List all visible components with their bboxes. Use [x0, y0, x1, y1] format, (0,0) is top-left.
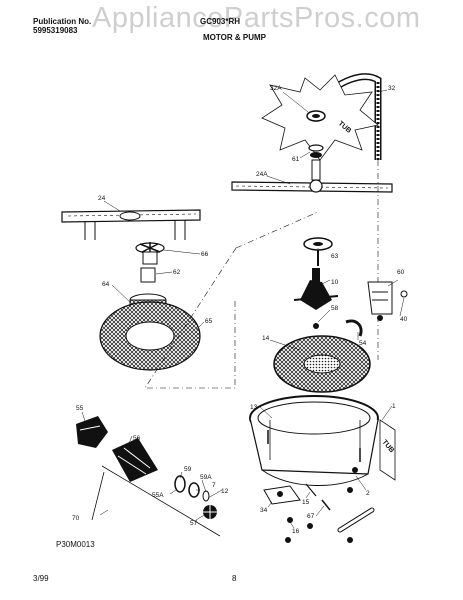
filter-screen-65: [99, 301, 201, 371]
callout-13: 13: [250, 404, 258, 411]
page-number: 8: [232, 574, 237, 583]
clip-67: [321, 499, 331, 511]
callout-64: 64: [102, 281, 110, 288]
callout-62: 62: [173, 269, 181, 276]
lower-spray-arm: [61, 209, 201, 240]
drawing-id: P30M0013: [56, 540, 95, 549]
filter-14: [273, 335, 371, 393]
callout-16: 16: [292, 528, 300, 535]
callout-66: 66: [201, 251, 209, 258]
tub-section-bottom: [379, 419, 396, 481]
washer-7: [202, 490, 210, 502]
seal-62: [140, 267, 156, 283]
section-title: MOTOR & PUMP: [203, 33, 266, 42]
leader-lines: [81, 89, 405, 529]
spring-15: [305, 483, 317, 497]
callout-7: 7: [212, 482, 216, 489]
callout-63: 63: [331, 253, 339, 260]
explode-outline: [144, 211, 319, 389]
publication-label: Publication No.: [33, 17, 92, 26]
clip-40: [400, 290, 408, 298]
callout-24a: 24A: [256, 171, 268, 178]
callout-32: 32: [388, 85, 396, 92]
footer-date: 3/99: [33, 574, 49, 583]
impeller-57: [203, 505, 217, 519]
callout-60: 60: [397, 269, 405, 276]
sump-base: [249, 395, 379, 487]
callout-2: 2: [366, 490, 370, 497]
bearing-61: [308, 144, 324, 181]
callout-65: 65: [205, 318, 213, 325]
seal-59: [174, 475, 186, 493]
clamps-16: [285, 467, 358, 543]
callout-32a: 32A: [270, 85, 282, 92]
upper-spray-arm: [231, 179, 393, 193]
watermark: AppliancePartsPros.com: [92, 2, 421, 34]
callout-34: 34: [260, 507, 268, 514]
nut-58: [313, 323, 319, 329]
motor-cap-55: [76, 416, 108, 448]
callout-55a: 55A: [152, 492, 164, 499]
callout-1: 1: [392, 403, 396, 410]
hose-54: [345, 319, 363, 337]
callout-57: 57: [190, 520, 198, 527]
publication-number: 5995319083: [33, 26, 78, 35]
callout-labels: 32A 32 61 24A 24 66 62 63 10 60 64 65 58…: [72, 85, 408, 535]
callout-59a: 59A: [200, 474, 212, 481]
model-number: GC903*RH: [200, 17, 241, 26]
callout-14: 14: [262, 335, 270, 342]
motor-bracket-70: [91, 465, 221, 537]
callout-70: 70: [72, 515, 80, 522]
callout-56: 56: [133, 435, 141, 442]
callout-55: 55: [76, 405, 84, 412]
callout-12: 12: [221, 488, 229, 495]
valve-60: [367, 281, 393, 321]
callout-58: 58: [331, 305, 339, 312]
callout-10: 10: [331, 279, 339, 286]
callout-40: 40: [400, 316, 408, 323]
chopper-10: [293, 268, 339, 310]
callout-67: 67: [307, 513, 315, 520]
callout-59: 59: [184, 466, 192, 473]
callout-61: 61: [292, 156, 300, 163]
callout-24: 24: [98, 195, 106, 202]
callout-15: 15: [302, 499, 310, 506]
impeller-66: [135, 242, 165, 265]
callout-54: 54: [359, 340, 367, 347]
screws: [267, 430, 361, 462]
motor-56: [112, 438, 158, 482]
